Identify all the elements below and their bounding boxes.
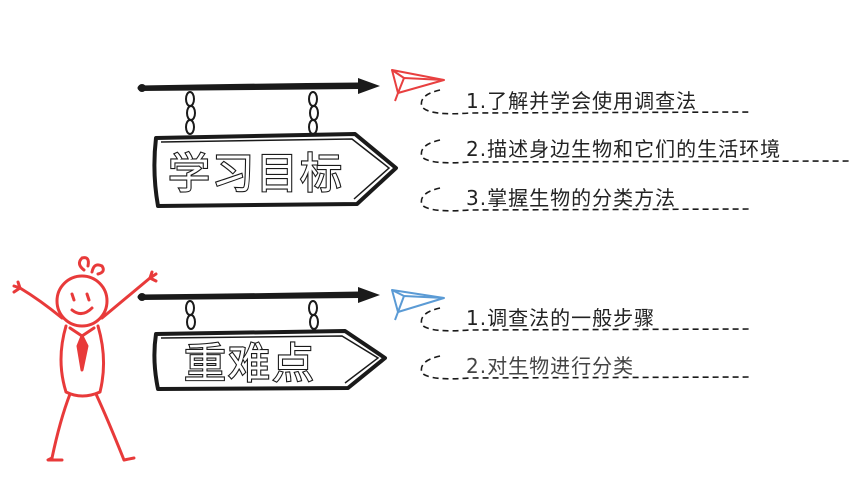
stick-figure-icon — [12, 256, 158, 462]
goal-item-3: 3.掌握生物的分类方法 — [466, 186, 677, 210]
paper-plane-icon — [391, 289, 445, 321]
goals-signpost: 学习目标 — [137, 78, 398, 208]
chain-icon — [185, 300, 319, 330]
goal-item-1: 1.了解并学会使用调查法 — [466, 89, 698, 113]
goals-title: 学习目标 — [168, 149, 344, 198]
goal-item-2: 2.描述身边生物和它们的生活环境 — [466, 137, 782, 161]
key-point-item-2: 2.对生物进行分类 — [466, 354, 635, 378]
chain-icon — [185, 91, 319, 135]
key-points-signpost: 重难点 — [137, 287, 387, 391]
key-point-item-1: 1.调查法的一般步骤 — [466, 306, 656, 330]
dashed-underlines — [420, 89, 851, 380]
paper-plane-icon — [391, 69, 445, 102]
key-points-title: 重难点 — [184, 339, 316, 388]
